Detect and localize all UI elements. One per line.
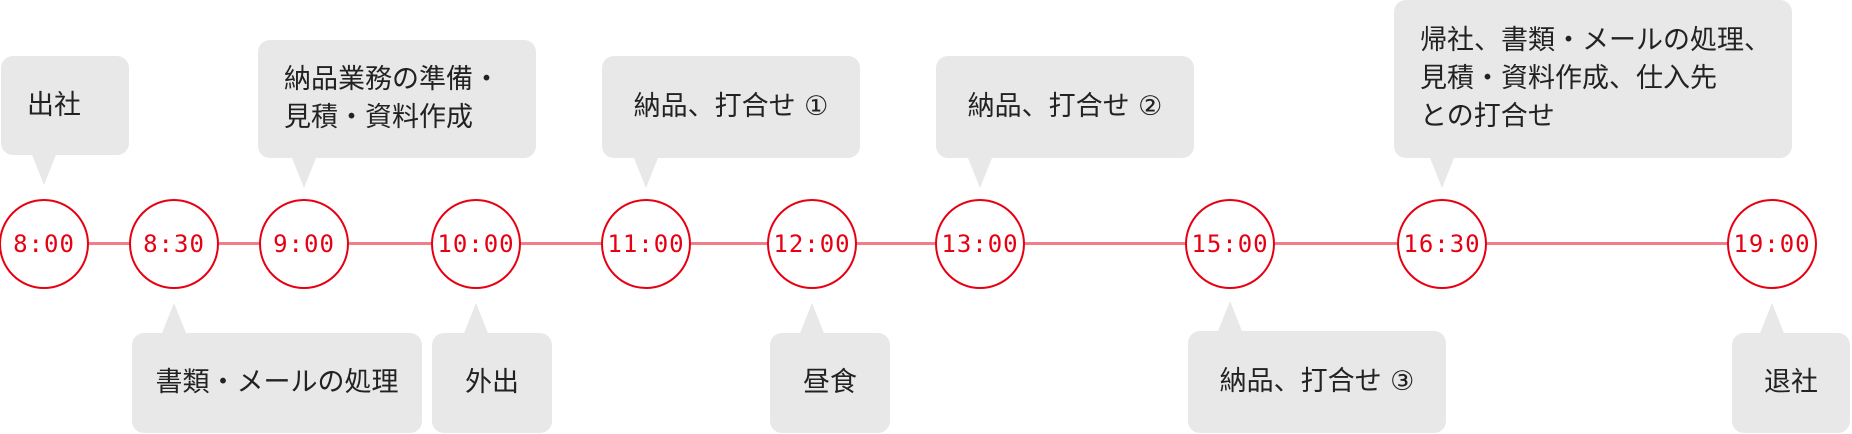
bubble-pointer — [162, 303, 186, 333]
event-text: との打合せ — [1420, 101, 1555, 132]
event-bubble-out: 外出 — [432, 333, 552, 433]
time-label: 16:30 — [1403, 230, 1481, 258]
time-label: 8:00 — [13, 230, 75, 258]
time-node-1900: 19:00 — [1727, 199, 1817, 289]
bubble-pointer — [968, 158, 992, 188]
bubble-pointer — [800, 303, 824, 333]
event-text: 書類・メールの処理 — [155, 367, 399, 398]
bubble-pointer — [464, 303, 488, 333]
event-text: 外出 — [465, 367, 519, 398]
time-node-1500: 15:00 — [1185, 199, 1275, 289]
time-node-1300: 13:00 — [935, 199, 1025, 289]
event-bubble-leave: 退社 — [1732, 333, 1850, 433]
event-text: 見積・資料作成、仕入先 — [1420, 63, 1717, 94]
timeline-line — [44, 242, 1738, 245]
event-text: 納品業務の準備・ — [284, 64, 500, 95]
bubble-pointer — [32, 155, 56, 185]
event-text: 納品、打合せ ③ — [1219, 366, 1415, 397]
time-node-1630: 16:30 — [1397, 199, 1487, 289]
event-bubble-delivery-3: 納品、打合せ ③ — [1188, 331, 1446, 433]
event-bubble-delivery-1: 納品、打合せ ① — [602, 56, 860, 158]
time-label: 8:30 — [143, 230, 205, 258]
time-node-0830: 8:30 — [129, 199, 219, 289]
bubble-pointer — [1760, 303, 1784, 333]
event-bubble-arrive: 出社 — [1, 56, 129, 155]
time-label: 10:00 — [437, 230, 515, 258]
time-label: 9:00 — [273, 230, 335, 258]
time-label: 19:00 — [1733, 230, 1811, 258]
time-label: 12:00 — [773, 230, 851, 258]
time-node-1000: 10:00 — [431, 199, 521, 289]
event-text: 見積・資料作成 — [284, 102, 473, 133]
bubble-pointer — [292, 158, 316, 188]
event-text: 納品、打合せ ① — [633, 91, 829, 122]
time-label: 11:00 — [607, 230, 685, 258]
event-bubble-delivery-2: 納品、打合せ ② — [936, 56, 1194, 158]
time-label: 13:00 — [941, 230, 1019, 258]
bubble-pointer — [1218, 301, 1242, 331]
event-bubble-prep: 納品業務の準備・ 見積・資料作成 — [258, 40, 536, 158]
time-node-0900: 9:00 — [259, 199, 349, 289]
event-text: 出社 — [27, 89, 81, 121]
event-text: 帰社、書類・メールの処理、 — [1420, 25, 1771, 56]
event-text: 昼食 — [803, 367, 857, 398]
event-bubble-lunch: 昼食 — [770, 333, 890, 433]
time-node-1200: 12:00 — [767, 199, 857, 289]
event-text: 納品、打合せ ② — [967, 91, 1163, 122]
event-bubble-return: 帰社、書類・メールの処理、 見積・資料作成、仕入先 との打合せ — [1394, 0, 1792, 158]
bubble-pointer — [1430, 158, 1454, 188]
time-node-1100: 11:00 — [601, 199, 691, 289]
time-node-0800: 8:00 — [0, 199, 89, 289]
bubble-pointer — [634, 158, 658, 188]
event-text: 退社 — [1764, 367, 1818, 398]
event-bubble-mail: 書類・メールの処理 — [132, 333, 422, 433]
time-label: 15:00 — [1191, 230, 1269, 258]
